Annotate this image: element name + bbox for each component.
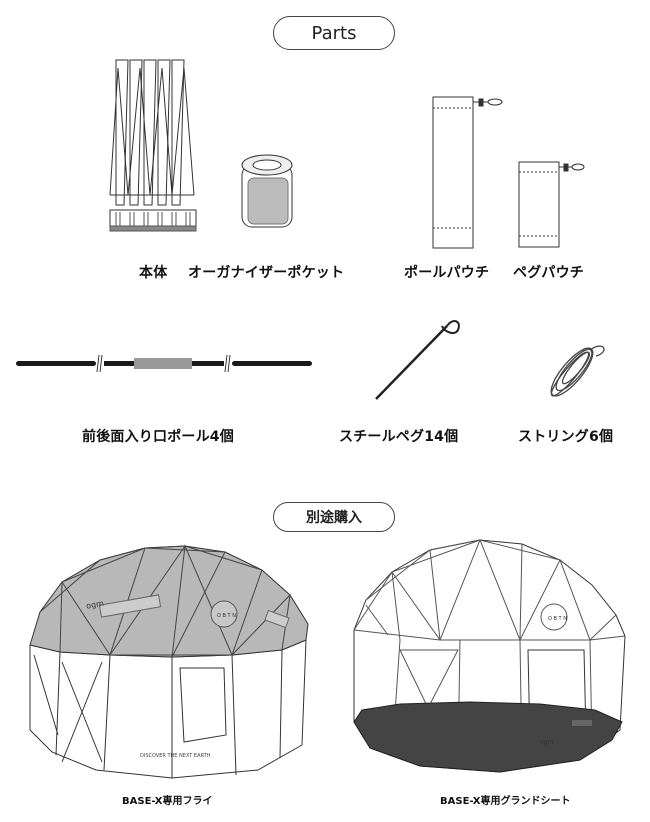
label-strings: ストリング6個	[518, 429, 614, 445]
label-steel-pegs: スチールペグ14個	[339, 429, 459, 445]
groundsheet-tent-brand-print: ogm	[540, 739, 553, 746]
caption-ground-sheet: BASE-X専用グランドシート	[440, 796, 571, 807]
label-organizer-pocket: オーガナイザーポケット	[188, 265, 345, 281]
caption-fly: BASE-X専用フライ	[122, 796, 213, 807]
section-title-parts-label: Parts	[311, 22, 357, 44]
peg-pouch-illustration	[518, 161, 585, 248]
string-bundle-illustration	[550, 345, 605, 397]
poles-illustration	[16, 354, 312, 373]
groundsheet-tent-logo-letters: O B T N	[548, 616, 567, 622]
organizer-pocket-illustration	[241, 154, 293, 228]
label-pole-pouch: ポールパウチ	[404, 265, 490, 281]
tent-groundsheet-illustration	[353, 538, 626, 773]
label-poles: 前後面入り口ポール4個	[82, 429, 234, 445]
tent-body-illustration	[109, 59, 197, 232]
label-body: 本体	[139, 265, 168, 281]
section-title-parts: Parts	[273, 16, 395, 50]
pole-pouch-illustration	[432, 96, 503, 249]
fly-brand-print: ogm	[85, 599, 104, 611]
label-peg-pouch: ペグパウチ	[513, 265, 584, 281]
steel-peg-illustration	[375, 320, 460, 400]
section-title-extra: 別途購入	[273, 502, 395, 532]
fly-logo-letters: O B T N	[217, 613, 236, 619]
section-title-extra-label: 別途購入	[306, 510, 362, 526]
tent-fly-illustration	[29, 544, 309, 779]
fly-tagline-print: DISCOVER THE NEXT EARTH	[140, 753, 211, 759]
